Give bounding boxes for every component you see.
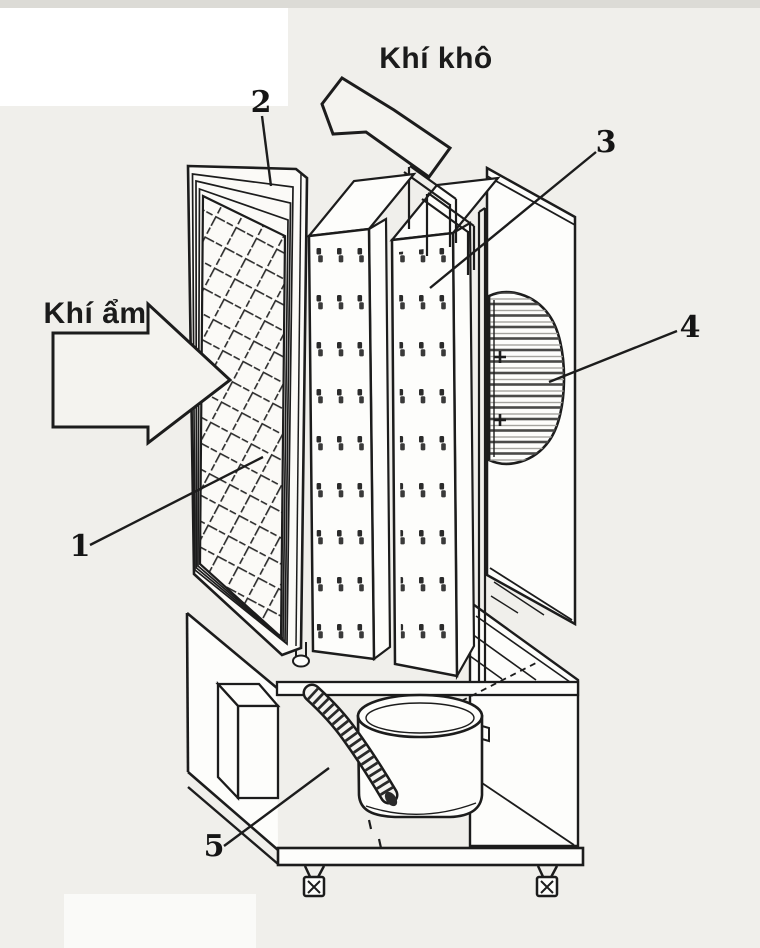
- filter-frame-layer-1: [191, 173, 294, 646]
- leader-part-1: [89, 455, 264, 547]
- part-label-4: 4: [680, 310, 701, 345]
- fan-hub-bolt-upper: [494, 351, 506, 363]
- separator-plate-1: [403, 165, 458, 247]
- drain-hose: [302, 683, 399, 849]
- caster-right: [535, 865, 559, 898]
- fan-hub-bolt-lower: [494, 414, 506, 426]
- bucket-handle-tab: [481, 725, 490, 743]
- filter-mesh: [198, 194, 287, 640]
- fan-housing: [477, 165, 577, 683]
- caster-left: [302, 865, 326, 898]
- floor-edge: [481, 782, 575, 846]
- scan-top-band: [0, 0, 760, 8]
- separator-plate-2: [421, 192, 476, 275]
- hidden-drain-line: [431, 662, 537, 717]
- part-label-3: 3: [596, 125, 617, 160]
- desiccant-elements-1: [316, 240, 369, 650]
- desiccant-panel-2: [389, 176, 501, 681]
- dry-air-label: Khí khô: [379, 42, 493, 75]
- labels: Khí khô Khí ẩm 1 2 3 4 5: [43, 42, 700, 864]
- part-label-2: 2: [251, 85, 272, 120]
- leader-part-5: [223, 767, 330, 847]
- scan-white-patch-bottom: [64, 894, 256, 948]
- bottom-platform: [187, 662, 585, 867]
- leader-part-2: [260, 115, 273, 187]
- leader-part-3: [429, 151, 597, 289]
- filter-frame-layer-3: [197, 187, 289, 641]
- part-label-5: 5: [204, 829, 225, 864]
- base-right-wall: [468, 599, 580, 848]
- hose-end: [384, 791, 398, 807]
- part-label-1: 1: [70, 529, 91, 564]
- water-bucket: [356, 693, 490, 819]
- leader-lines: [89, 115, 678, 847]
- filter-frame-side: [295, 172, 302, 647]
- water-drips: [367, 819, 383, 849]
- desiccant-panel-1: [292, 172, 417, 668]
- mesh-filter-panel: [186, 164, 309, 657]
- desiccant-elements-2: [399, 246, 453, 666]
- fan-drum: [487, 290, 566, 466]
- leader-part-4: [548, 329, 678, 384]
- back-plate: [477, 207, 487, 683]
- compressor-box: [215, 681, 281, 801]
- separator-plates: [403, 165, 476, 275]
- base-frame: [185, 599, 585, 898]
- dry-air-arrow: [320, 76, 453, 180]
- filter-frame-layer-2: [195, 179, 292, 644]
- humid-air-label: Khí ẩm: [43, 297, 146, 330]
- scan-white-patch-top: [0, 8, 288, 106]
- humid-air-arrow: [51, 300, 233, 447]
